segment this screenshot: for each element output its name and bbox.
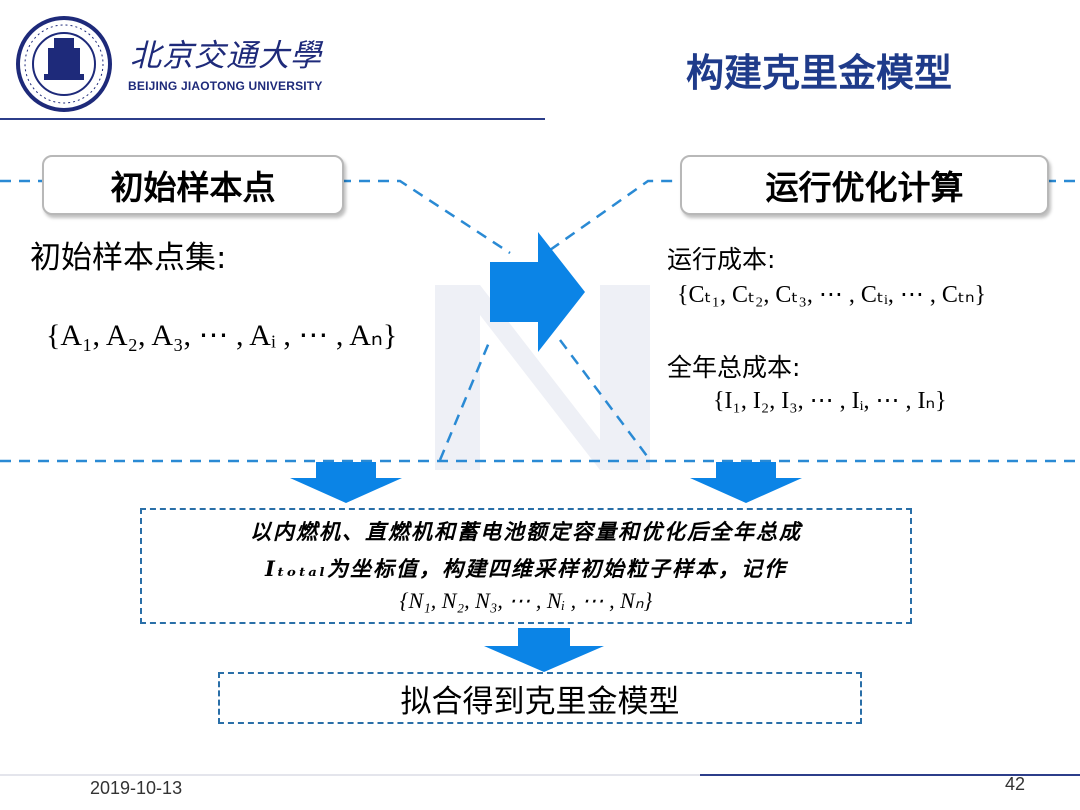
down-arrow-right [690,462,802,503]
run-cost-label: 运行成本: [667,245,776,274]
initial-samples-label: 初始样本点 [110,168,276,207]
initial-sample-set-math: {A₁, A₂, A₃, ⋯ , Aᵢ , ⋯ , Aₙ} [46,319,398,352]
initial-samples-box: 初始样本点 [42,155,344,215]
sampling-description-box [140,508,912,624]
dashed-connectors [0,179,1080,463]
kriging-result-box: 拟合得到克里金模型 [218,672,862,724]
sampling-line-3: {N₁, N₂, N₃, ⋯ , Nᵢ , ⋯ , Nₙ} [399,588,653,613]
university-seal-icon [16,16,112,112]
annual-cost-label: 全年总成本: [667,353,801,382]
university-name-cn: 北京交通大學 [130,38,322,74]
kriging-result-label: 拟合得到克里金模型 [400,683,680,720]
slide-title: 构建克里金模型 [686,51,953,95]
university-name-en: BEIJING JIAOTONG UNIVERSITY [128,79,323,93]
down-arrow-left [290,462,402,503]
initial-sample-set-title: 初始样本点集: [30,240,227,276]
center-right-arrow [490,232,585,352]
footer-date: 2019-10-13 [90,778,183,798]
watermark-logo [435,285,650,470]
down-arrow-center [484,628,604,672]
run-optimization-label: 运行优化计算 [765,168,964,207]
run-optimization-box: 运行优化计算 [680,155,1049,215]
sampling-line-2: Iₜₒₜₐₗ为坐标值，构建四维采样初始粒子样本，记作 [265,556,787,581]
sampling-line-1: 以内燃机、直燃机和蓄电池额定容量和优化后全年总成 [250,519,802,544]
page-number: 42 [1005,774,1026,794]
annual-cost-math: {I₁, I₂, I₃, ⋯ , Iᵢ, ⋯ , Iₙ} [713,388,947,414]
run-cost-math: {Cₜ₁, Cₜ₂, Cₜ₃, ⋯ , Cₜᵢ, ⋯ , Cₜₙ} [677,282,987,308]
